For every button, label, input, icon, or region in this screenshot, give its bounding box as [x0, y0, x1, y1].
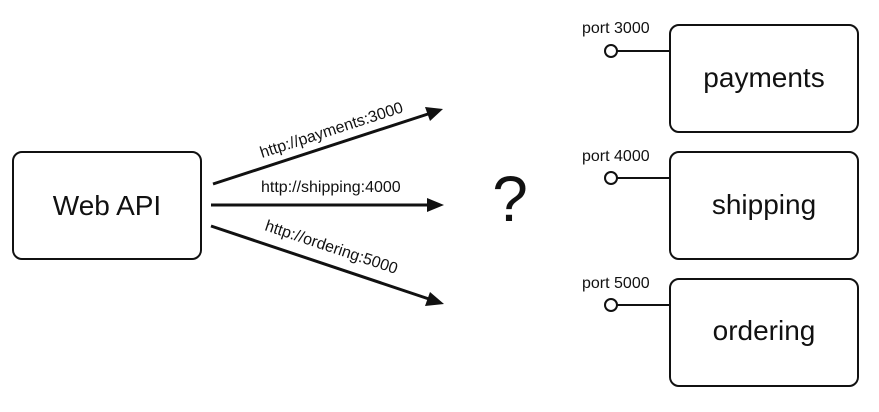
arrowhead-icon: [425, 292, 444, 306]
arrow-to-shipping: http://shipping:4000: [211, 179, 444, 212]
service-ordering: port 5000 ordering: [582, 275, 859, 387]
shipping-url-label: http://shipping:4000: [261, 179, 401, 196]
web-api-box: [12, 151, 202, 260]
unknown-routing-question-mark: ?: [492, 163, 528, 235]
payments-box: [669, 24, 859, 133]
arrow-to-ordering: http://ordering:5000: [210, 218, 444, 306]
arrowhead-icon: [427, 198, 444, 212]
shipping-label: shipping: [712, 189, 816, 220]
ordering-box: [669, 278, 859, 387]
web-api-node: Web API: [12, 151, 202, 260]
port-circle-icon: [604, 298, 618, 312]
service-payments: port 3000 payments: [582, 20, 859, 133]
arrowhead-icon: [425, 107, 443, 121]
payments-port-label: port 3000: [582, 20, 650, 37]
ordering-url-label: http://ordering:5000: [263, 218, 400, 278]
service-shipping: port 4000 shipping: [582, 148, 859, 260]
arrow-to-payments: http://payments:3000: [212, 99, 443, 186]
ordering-port-label: port 5000: [582, 275, 650, 292]
shipping-port-label: port 4000: [582, 148, 650, 165]
port-circle-icon: [604, 171, 618, 185]
web-api-label: Web API: [53, 190, 161, 221]
ordering-label: ordering: [713, 315, 816, 346]
shipping-box: [669, 151, 859, 260]
payments-label: payments: [703, 62, 824, 93]
payments-url-label: http://payments:3000: [258, 99, 405, 161]
port-circle-icon: [604, 44, 618, 58]
